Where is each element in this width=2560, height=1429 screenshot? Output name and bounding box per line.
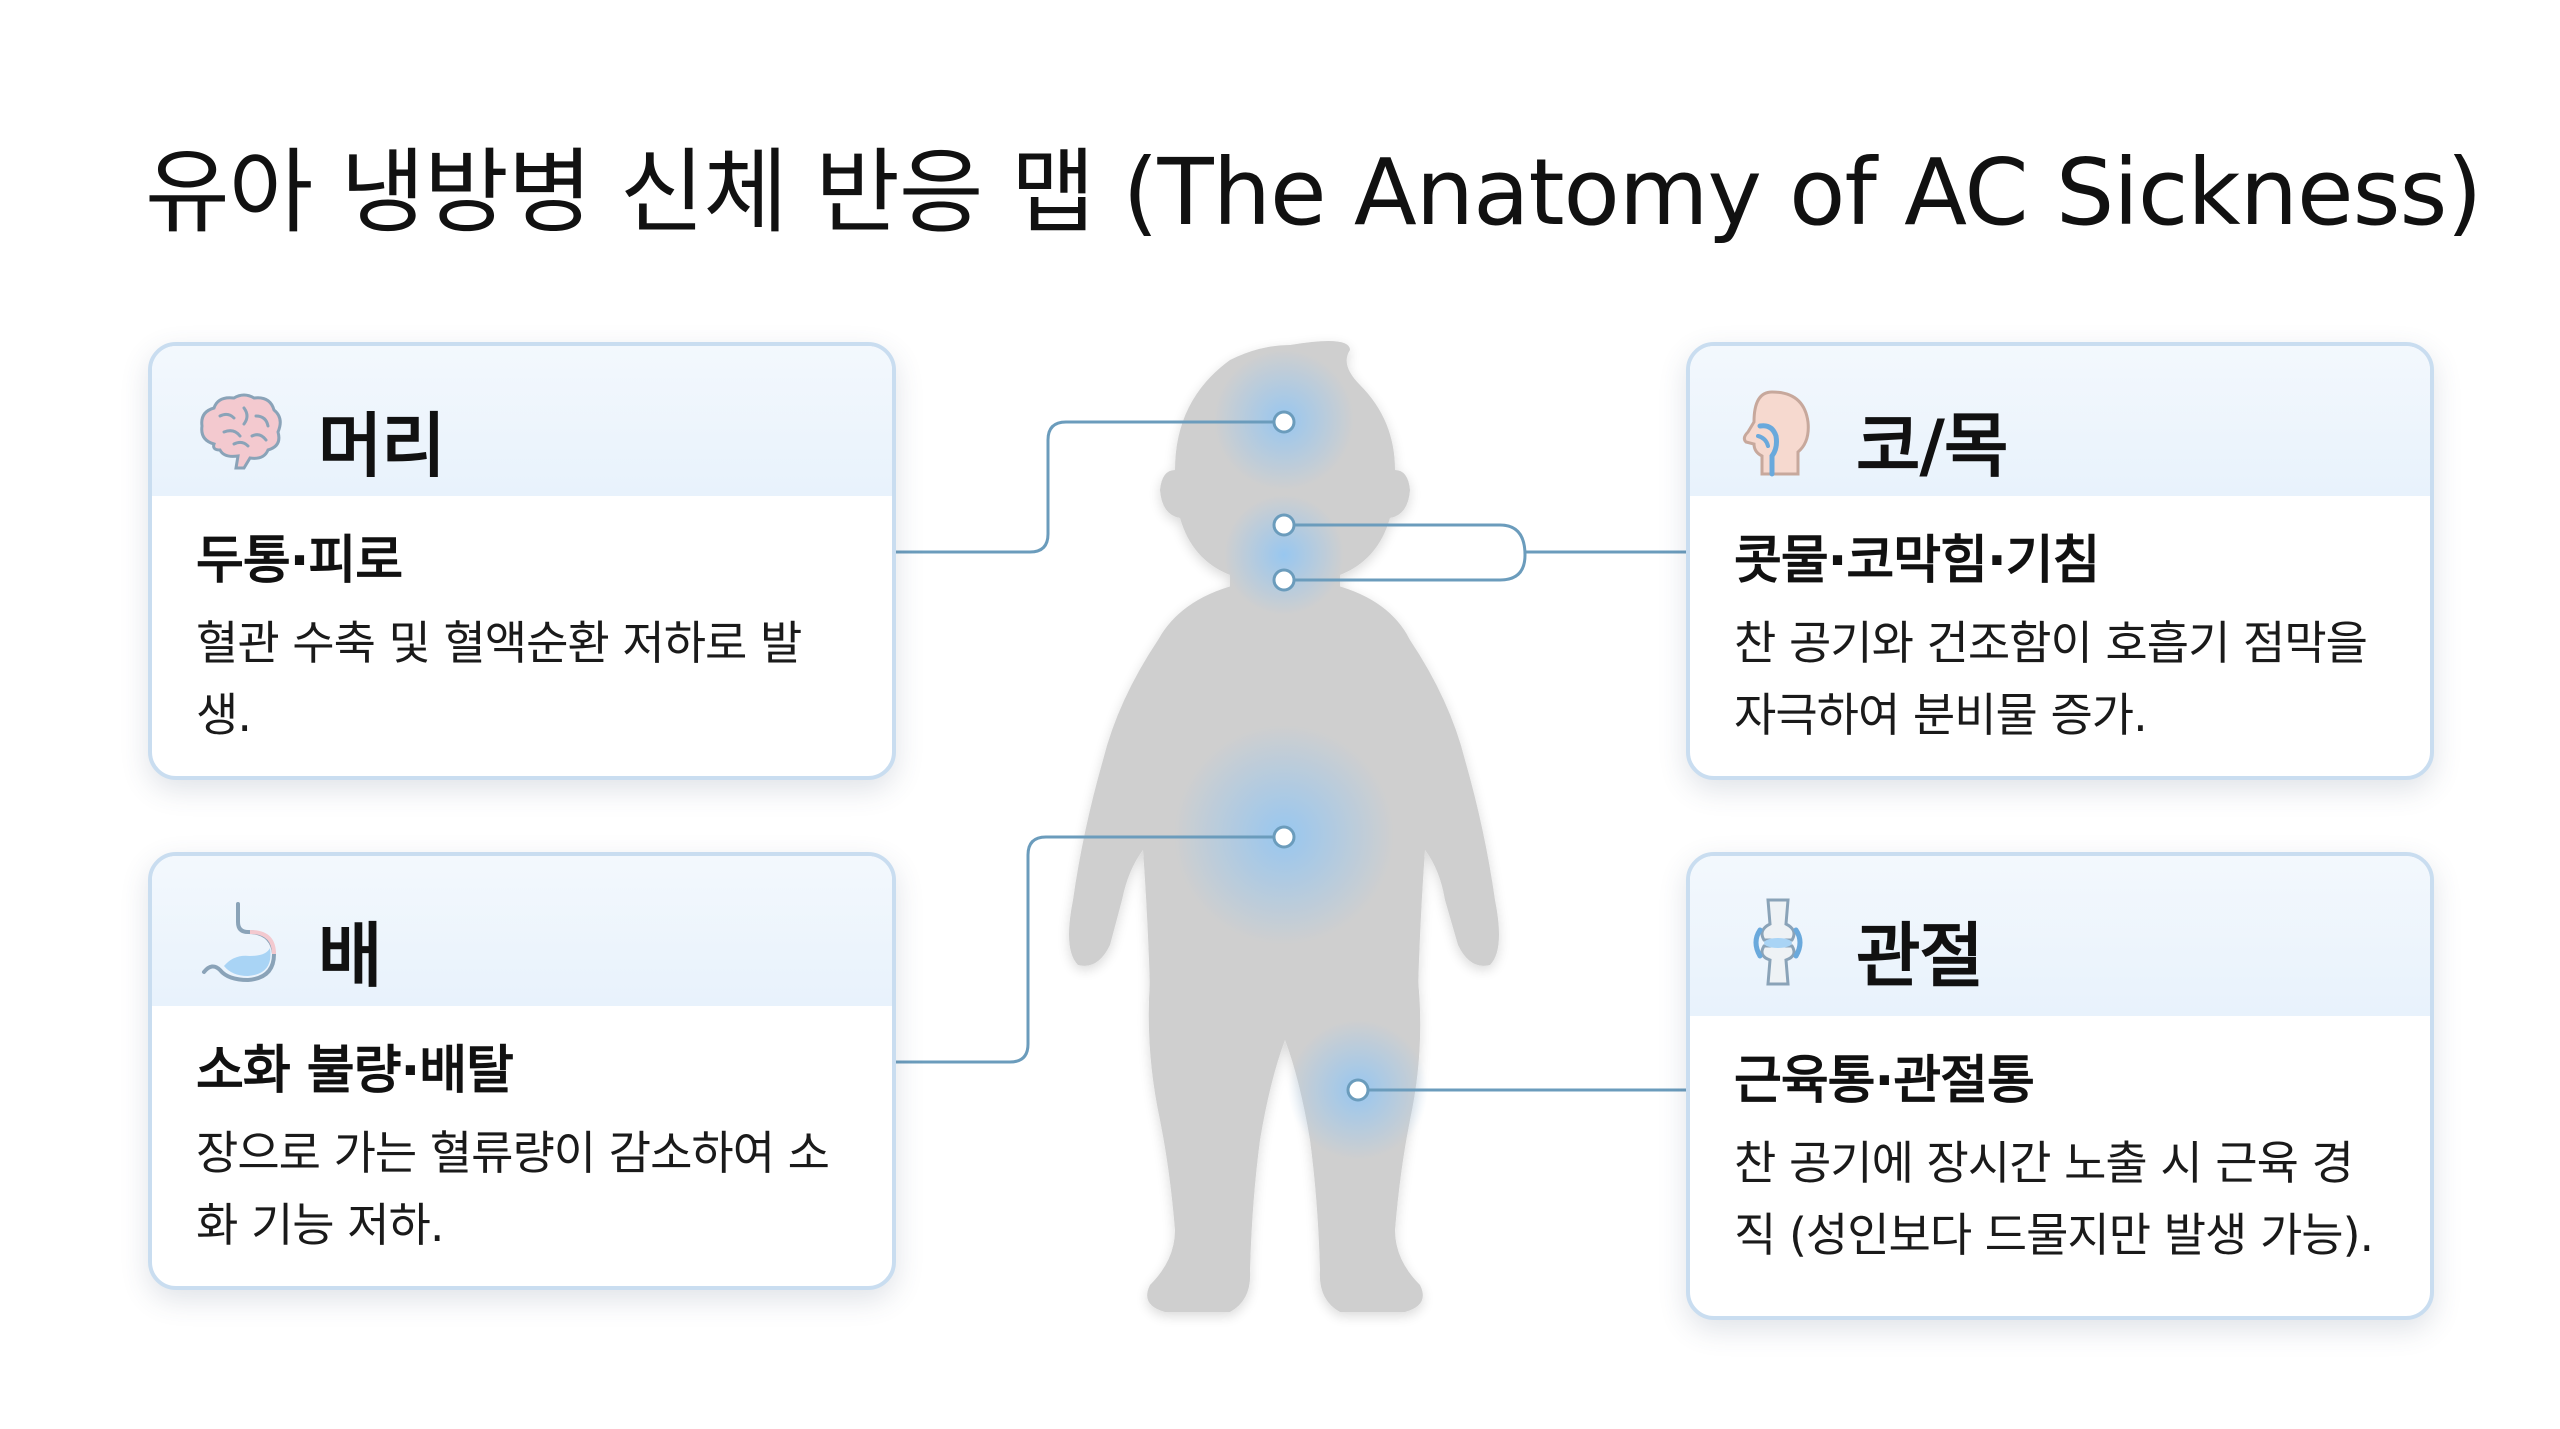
card-head: 머리 두통·피로 혈관 수축 및 혈액순환 저하로 발생. <box>148 342 896 780</box>
card-belly-label: 배 <box>318 915 382 997</box>
card-belly-description: 장으로 가는 혈류량이 감소하여 소화 기능 저하. <box>196 1126 830 1252</box>
card-nose-description: 찬 공기와 건조함이 호흡기 점막을 자극하여 분비물 증가. <box>1734 616 2368 742</box>
card-belly-symptom: 소화 불량·배탈 <box>196 1041 514 1101</box>
card-joint-header: 관절 <box>1690 856 2430 1016</box>
card-nose-label: 코/목 <box>1856 405 2008 487</box>
card-joint: 관절 근육통·관절통 찬 공기에 장시간 노출 시 근육 경직 (성인보다 드물… <box>1686 852 2434 1320</box>
brain-icon <box>200 393 282 470</box>
knee-joint-icon <box>1753 898 1803 986</box>
point-belly <box>1272 825 1296 849</box>
card-joint-description: 찬 공기에 장시간 노출 시 근육 경직 (성인보다 드물지만 발생 가능). <box>1734 1136 2374 1262</box>
card-head-label: 머리 <box>318 405 446 487</box>
card-head-symptom: 두통·피로 <box>196 531 403 591</box>
card-head-description: 혈관 수축 및 혈액순환 저하로 발생. <box>196 616 802 742</box>
connector-head <box>888 420 1284 554</box>
connector-nose <box>1284 523 1686 582</box>
card-joint-symptom: 근육통·관절통 <box>1734 1051 2035 1111</box>
point-nose <box>1272 513 1296 537</box>
stomach-icon <box>202 902 277 983</box>
card-belly-header: 배 <box>152 856 892 1006</box>
point-knee <box>1346 1078 1370 1102</box>
card-nose-throat: 코/목 콧물·코막힘·기침 찬 공기와 건조함이 호흡기 점막을 자극하여 분비… <box>1686 342 2434 780</box>
card-nose-header: 코/목 <box>1690 346 2430 496</box>
card-joint-label: 관절 <box>1856 915 1984 997</box>
connector-belly <box>888 835 1284 1064</box>
point-throat <box>1272 568 1296 592</box>
point-head <box>1272 410 1296 434</box>
nose-throat-icon <box>1742 390 1810 477</box>
card-head-header: 머리 <box>152 346 892 496</box>
card-nose-symptom: 콧물·코막힘·기침 <box>1734 531 2100 591</box>
page-title: 유아 냉방병 신체 반응 맵 (The Anatomy of AC Sickne… <box>145 139 2482 246</box>
card-belly: 배 소화 불량·배탈 장으로 가는 혈류량이 감소하여 소화 기능 저하. <box>148 852 896 1290</box>
